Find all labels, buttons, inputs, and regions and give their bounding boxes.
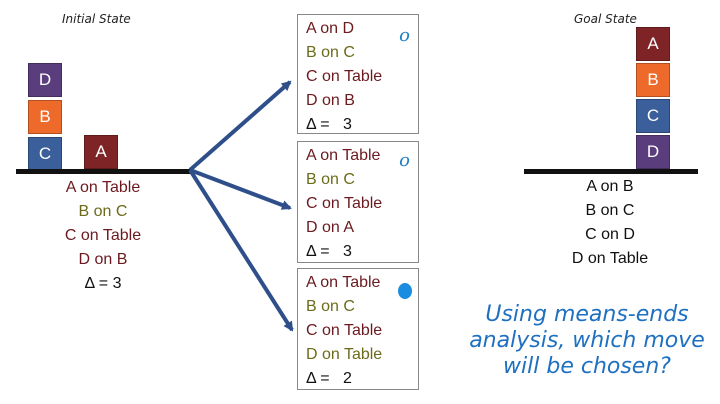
option-card-1: A on D B on C C on Table D on B Δ = 3 o xyxy=(297,14,419,134)
option-2-line-1: A on Table xyxy=(306,147,381,164)
goal-table-surface xyxy=(524,169,698,174)
option-2-line-3: C on Table xyxy=(306,195,383,212)
goal-block-d: D xyxy=(636,135,670,169)
option-1-delta: Δ = 3 xyxy=(306,113,418,137)
question-text: Using means-ends analysis, which move wi… xyxy=(452,302,720,380)
option-3-line-2: B on C xyxy=(306,298,355,315)
goal-fact-1: A on B xyxy=(586,178,634,195)
option-3-line-4: D on Table xyxy=(306,346,383,363)
option-1-empty-mark: o xyxy=(399,25,410,46)
option-3-filled-dot xyxy=(398,283,412,299)
goal-block-a: A xyxy=(636,27,670,61)
arrow-to-option-1 xyxy=(188,80,292,172)
option-1-line-3: C on Table xyxy=(306,68,383,85)
goal-block-c: C xyxy=(636,99,670,133)
arrow-to-option-3 xyxy=(188,168,294,332)
initial-fact-1: A on Table xyxy=(65,179,141,196)
option-3-line-3: C on Table xyxy=(306,322,383,339)
initial-facts: A on Table B on C C on Table D on B Δ = … xyxy=(38,176,168,296)
option-3-line-1: A on Table xyxy=(306,274,381,291)
goal-facts: A on B B on C C on D D on Table xyxy=(545,175,675,271)
option-card-3: A on Table B on C C on Table D on Table … xyxy=(297,268,419,390)
option-card-2: A on Table B on C C on Table D on A Δ = … xyxy=(297,141,419,263)
option-1-delta-value: 3 xyxy=(342,116,352,133)
option-1-delta-label: Δ = xyxy=(306,116,330,133)
option-3-delta: Δ = 2 xyxy=(306,367,418,391)
question-line-3: will be chosen? xyxy=(503,354,671,379)
option-1-line-1: A on D xyxy=(306,20,355,37)
initial-delta: Δ = 3 xyxy=(84,275,122,292)
option-2-delta-value: 3 xyxy=(342,243,352,260)
option-2-line-2: B on C xyxy=(306,171,355,188)
question-line-1: Using means-ends xyxy=(485,302,689,327)
initial-block-a: A xyxy=(84,135,118,169)
option-2-delta-label: Δ = xyxy=(306,243,330,260)
initial-fact-4: D on B xyxy=(78,251,128,268)
initial-fact-3: C on Table xyxy=(64,227,142,244)
arrow-to-option-2 xyxy=(189,168,292,210)
initial-block-d: D xyxy=(28,63,62,97)
initial-block-b: B xyxy=(28,100,62,134)
initial-block-c: C xyxy=(28,137,62,171)
goal-fact-4: D on Table xyxy=(571,250,649,267)
initial-fact-2: B on C xyxy=(78,203,128,220)
option-2-empty-mark: o xyxy=(399,150,410,171)
goal-state-title: Goal State xyxy=(574,12,637,26)
goal-fact-3: C on D xyxy=(585,226,635,243)
question-line-2: analysis, which move xyxy=(469,328,705,353)
option-1-line-2: B on C xyxy=(306,44,355,61)
initial-state-title: Initial State xyxy=(62,12,131,26)
option-1-line-4: D on B xyxy=(306,92,355,109)
goal-fact-2: B on C xyxy=(585,202,635,219)
option-3-delta-label: Δ = xyxy=(306,370,330,387)
goal-block-b: B xyxy=(636,63,670,97)
option-3-delta-value: 2 xyxy=(342,370,352,387)
option-2-line-4: D on A xyxy=(306,219,355,236)
initial-table-surface xyxy=(16,169,191,174)
option-2-delta: Δ = 3 xyxy=(306,240,418,264)
